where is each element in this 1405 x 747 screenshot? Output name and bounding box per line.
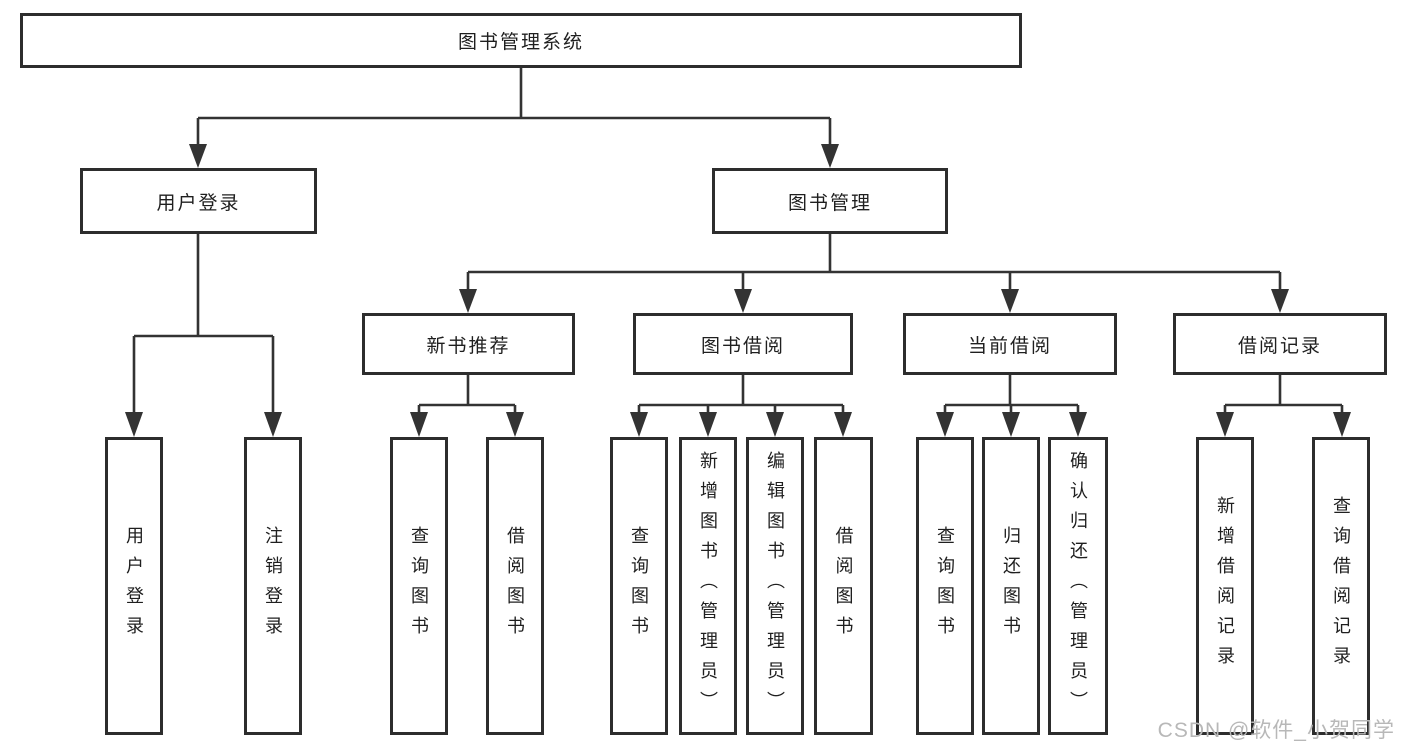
leaf-query-book: 查询图书 — [916, 437, 974, 735]
leaf-return-book: 归还图书 — [982, 437, 1040, 735]
leaf-user-login: 用户登录 — [105, 437, 163, 735]
node-borrow-records: 借阅记录 — [1173, 313, 1387, 375]
leaf-query-book: 查询图书 — [610, 437, 668, 735]
leaf-borrow-book: 借阅图书 — [486, 437, 544, 735]
leaf-borrow-book: 借阅图书 — [814, 437, 873, 735]
node-book-borrow: 图书借阅 — [633, 313, 853, 375]
node-user-login: 用户登录 — [80, 168, 317, 234]
leaf-query-borrow-record: 查询借阅记录 — [1312, 437, 1370, 735]
leaf-add-book-admin: 新增图书（管理员） — [679, 437, 737, 735]
node-book-management: 图书管理 — [712, 168, 948, 234]
leaf-query-book: 查询图书 — [390, 437, 448, 735]
leaf-logout: 注销登录 — [244, 437, 302, 735]
node-current-borrow: 当前借阅 — [903, 313, 1117, 375]
leaf-confirm-return-admin: 确认归还（管理员） — [1048, 437, 1108, 735]
node-new-book-recommend: 新书推荐 — [362, 313, 575, 375]
leaf-edit-book-admin: 编辑图书（管理员） — [746, 437, 804, 735]
csdn-watermark: CSDN @软件_小贺同学 — [1157, 719, 1395, 742]
leaf-add-borrow-record: 新增借阅记录 — [1196, 437, 1254, 735]
node-library-management-system: 图书管理系统 — [20, 13, 1022, 68]
